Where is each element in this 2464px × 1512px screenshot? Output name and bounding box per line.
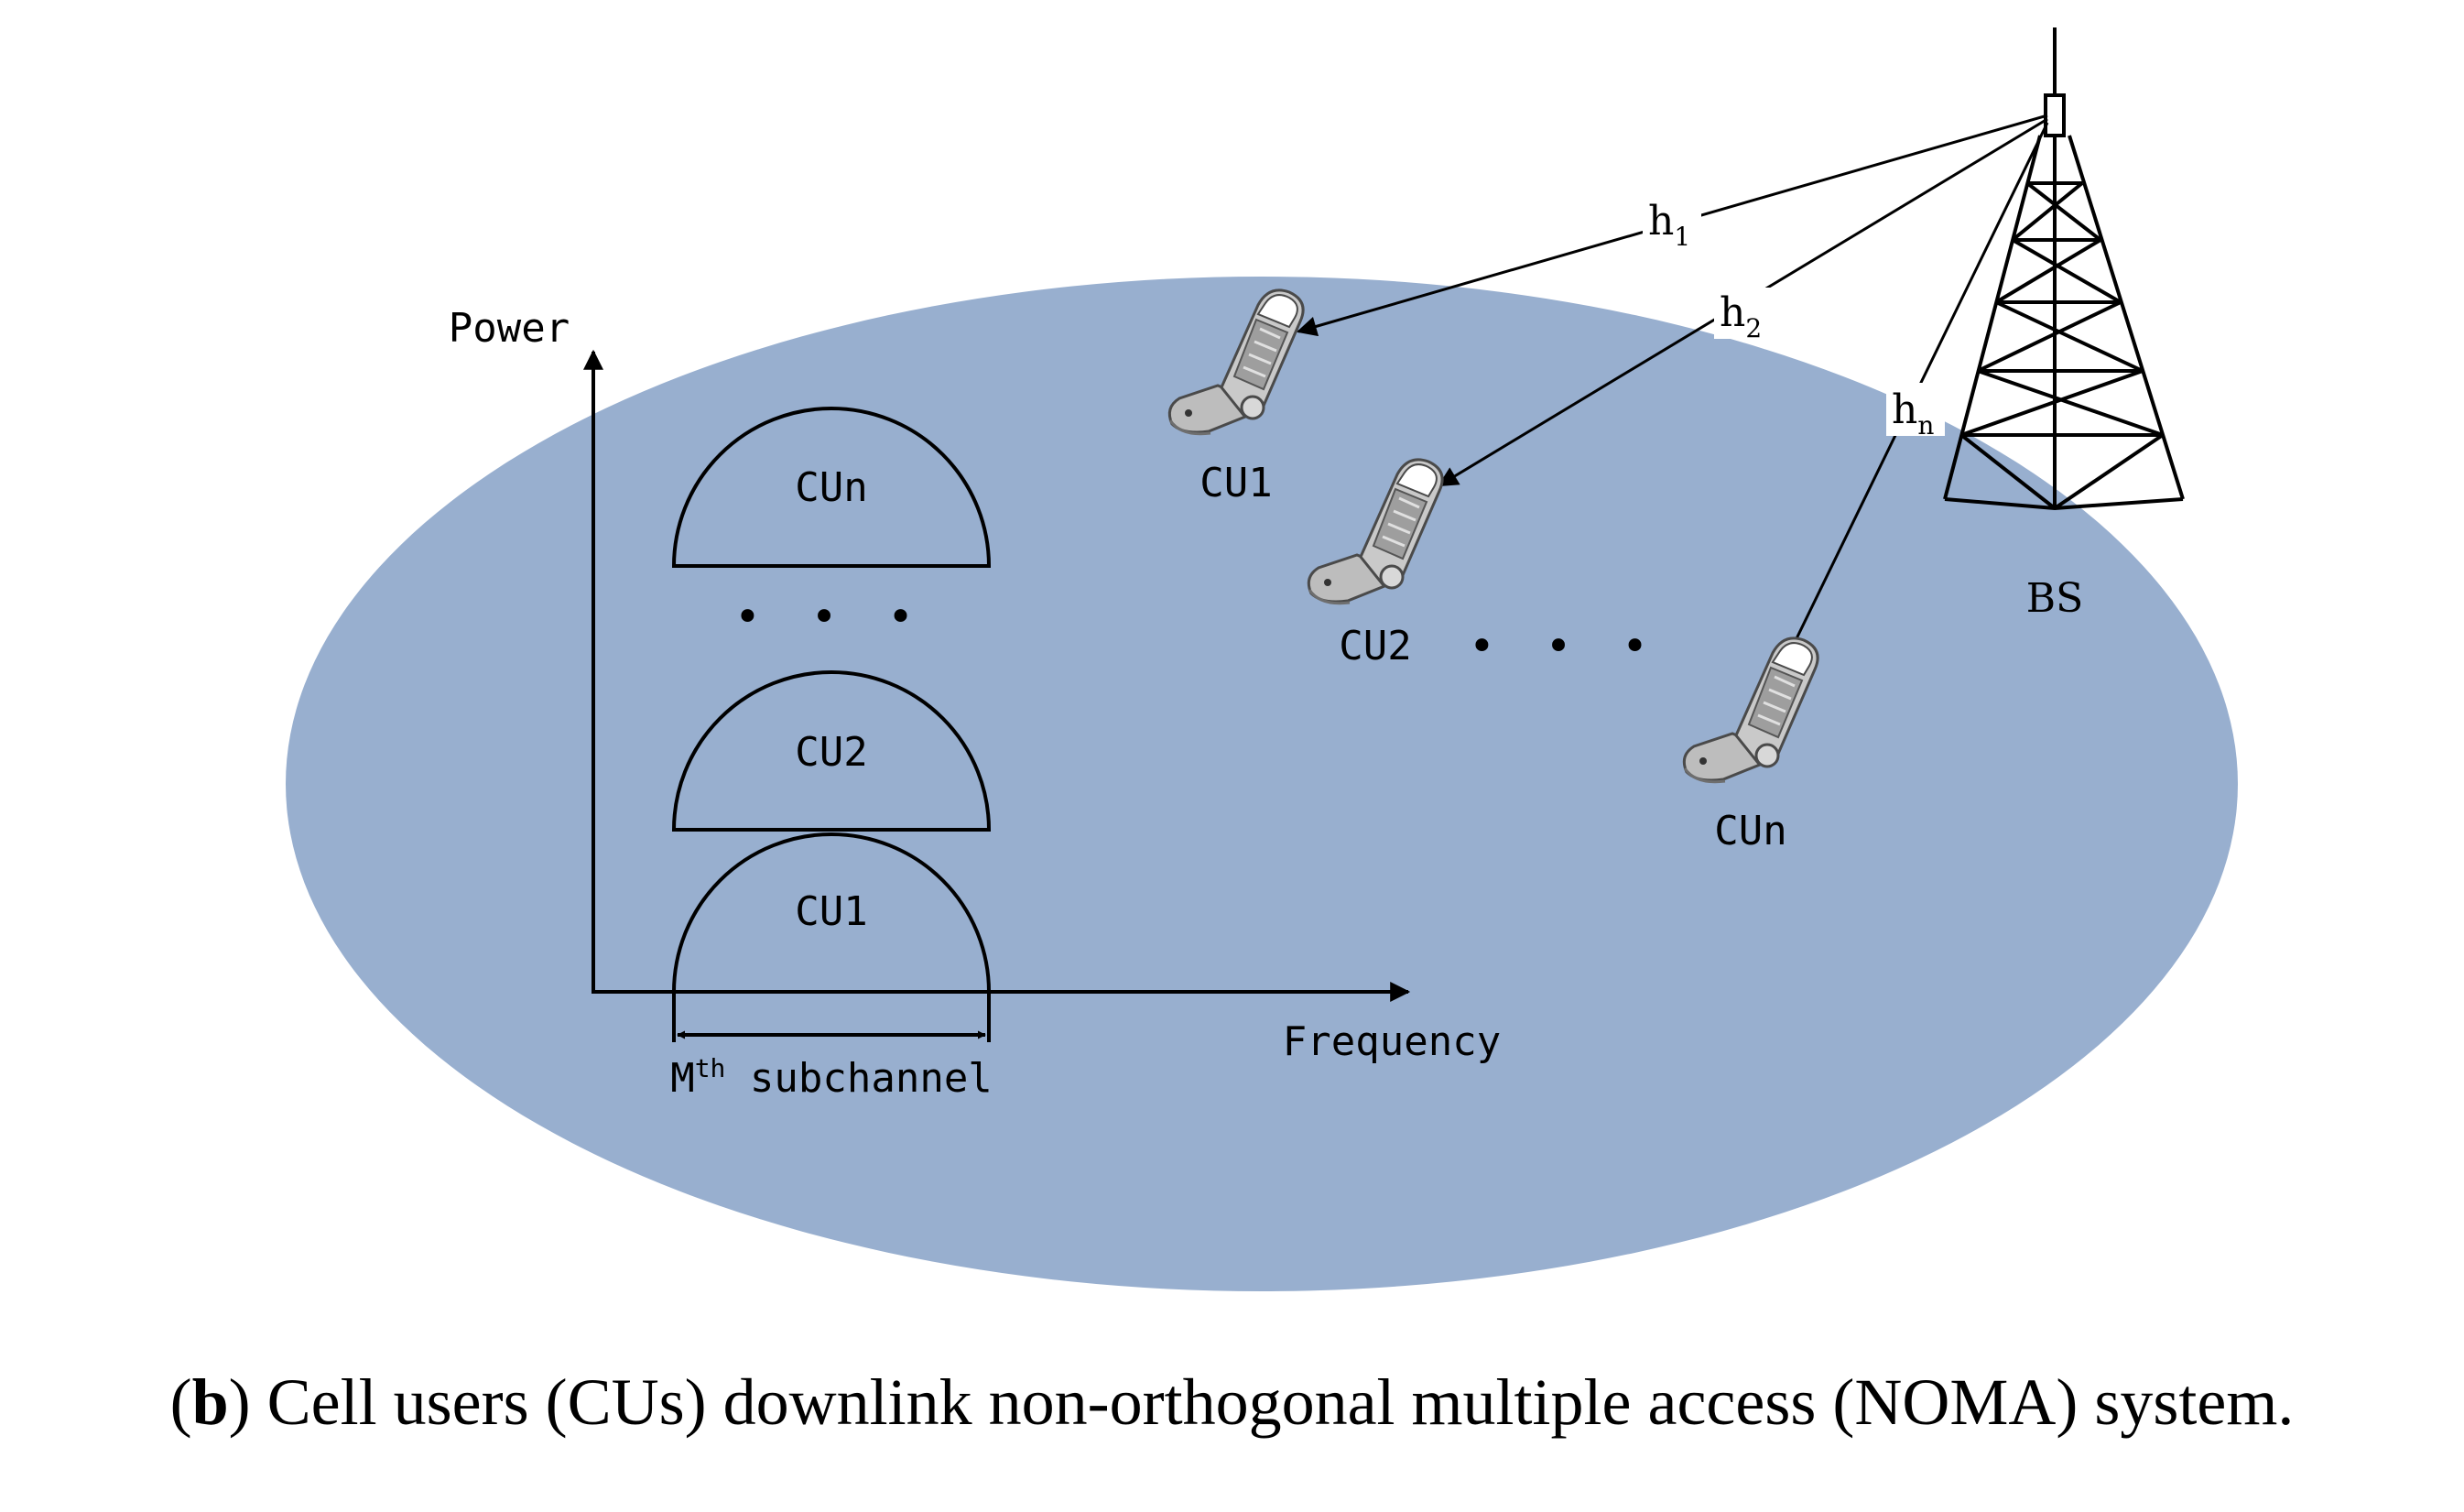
frequency-axis-label: Frequency: [1283, 1018, 1501, 1065]
power-levels-ellipsis: • • •: [734, 592, 931, 643]
user-label-cu1: CU1: [1199, 460, 1272, 506]
caption-text: Cell users (CUs) downlink non-orthogonal…: [266, 1365, 2295, 1439]
power-level-label: CU2: [795, 729, 867, 776]
noma-diagram: Power Frequency CU1 CU2 CUn • • • Mth su…: [286, 27, 2238, 1291]
base-station-label: BS: [2026, 575, 2083, 622]
svg-text:h2: h2: [1720, 289, 1762, 343]
channel-label-h1: h1: [1643, 196, 1701, 252]
power-axis-label: Power: [449, 305, 570, 352]
power-level-cun: CUn: [671, 407, 992, 568]
cell-coverage-ellipse: [286, 277, 2238, 1291]
subchannel-bracket: [672, 992, 991, 1042]
channel-label-hn: hn: [1886, 383, 1945, 441]
power-level-label: CUn: [795, 464, 867, 511]
user-label-cun: CUn: [1714, 808, 1786, 854]
channel-label-h2: h2: [1714, 288, 1773, 343]
power-level-cu1: CU1: [672, 832, 991, 993]
subchannel-label: Mth subchannel: [670, 1053, 993, 1102]
users-ellipsis: • • •: [1469, 621, 1666, 672]
user-label-cu2: CU2: [1339, 623, 1411, 669]
power-level-cu2: CU2: [671, 670, 992, 832]
base-station-tower-icon: [1943, 27, 2185, 511]
power-level-label: CU1: [795, 888, 867, 935]
caption-letter: b: [191, 1365, 229, 1439]
svg-text:h1: h1: [1648, 198, 1690, 252]
power-frequency-axes: [583, 349, 1411, 1002]
figure-caption: (b) Cell users (CUs) downlink non-orthog…: [169, 1365, 2295, 1439]
svg-text:hn: hn: [1892, 386, 1934, 441]
